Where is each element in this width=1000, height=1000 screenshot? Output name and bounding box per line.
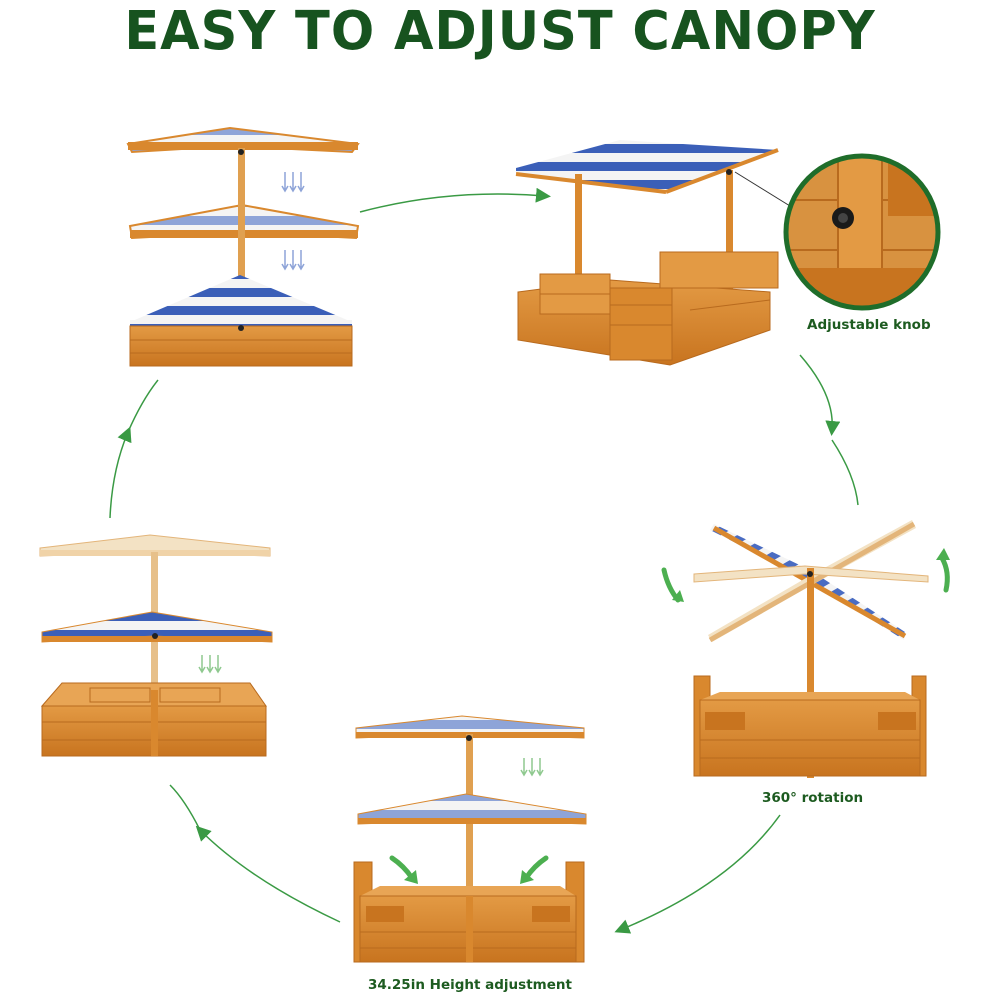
sandbox-bench-top-right xyxy=(515,140,791,366)
curved-arrow-icon xyxy=(127,379,159,433)
curved-arrow-icon xyxy=(359,187,551,213)
rotate-arrow-icon xyxy=(389,855,415,881)
sandbox-stack-top-left xyxy=(126,126,360,367)
triple-chevron-down-icon xyxy=(520,758,544,777)
rotate-arrow-icon xyxy=(523,855,549,881)
sandbox-rotation-middle-right xyxy=(661,520,950,778)
rotate-arrow-icon xyxy=(936,548,950,560)
cycle-arrows xyxy=(109,187,859,934)
rotate-arrow-icon xyxy=(520,870,534,884)
caption-adjustable-knob: Adjustable knob xyxy=(807,317,931,333)
triple-chevron-down-icon xyxy=(281,172,305,193)
sandbox-height-bottom-center xyxy=(353,715,587,963)
triple-chevron-down-icon xyxy=(198,655,222,674)
caption-rotation: 360° rotation xyxy=(762,790,864,806)
sandbox-open-middle-left xyxy=(39,534,273,757)
curved-arrow-icon xyxy=(195,825,341,923)
triple-chevron-down-icon xyxy=(281,250,305,271)
curved-arrow-icon xyxy=(614,814,781,934)
rotate-arrow-icon xyxy=(939,555,950,593)
curved-arrow-icon xyxy=(109,426,132,519)
curved-arrow-icon xyxy=(799,354,841,436)
page-title: EASY TO ADJUST CANOPY xyxy=(124,0,876,63)
curved-arrow-icon xyxy=(831,439,859,506)
curved-arrow-icon xyxy=(169,784,201,831)
rotate-arrow-icon xyxy=(404,870,418,884)
rotate-arrow-icon xyxy=(672,590,684,602)
adjustable-knob-detail xyxy=(783,153,941,311)
caption-height-adjustment: 34.25in Height adjustment xyxy=(368,977,572,993)
